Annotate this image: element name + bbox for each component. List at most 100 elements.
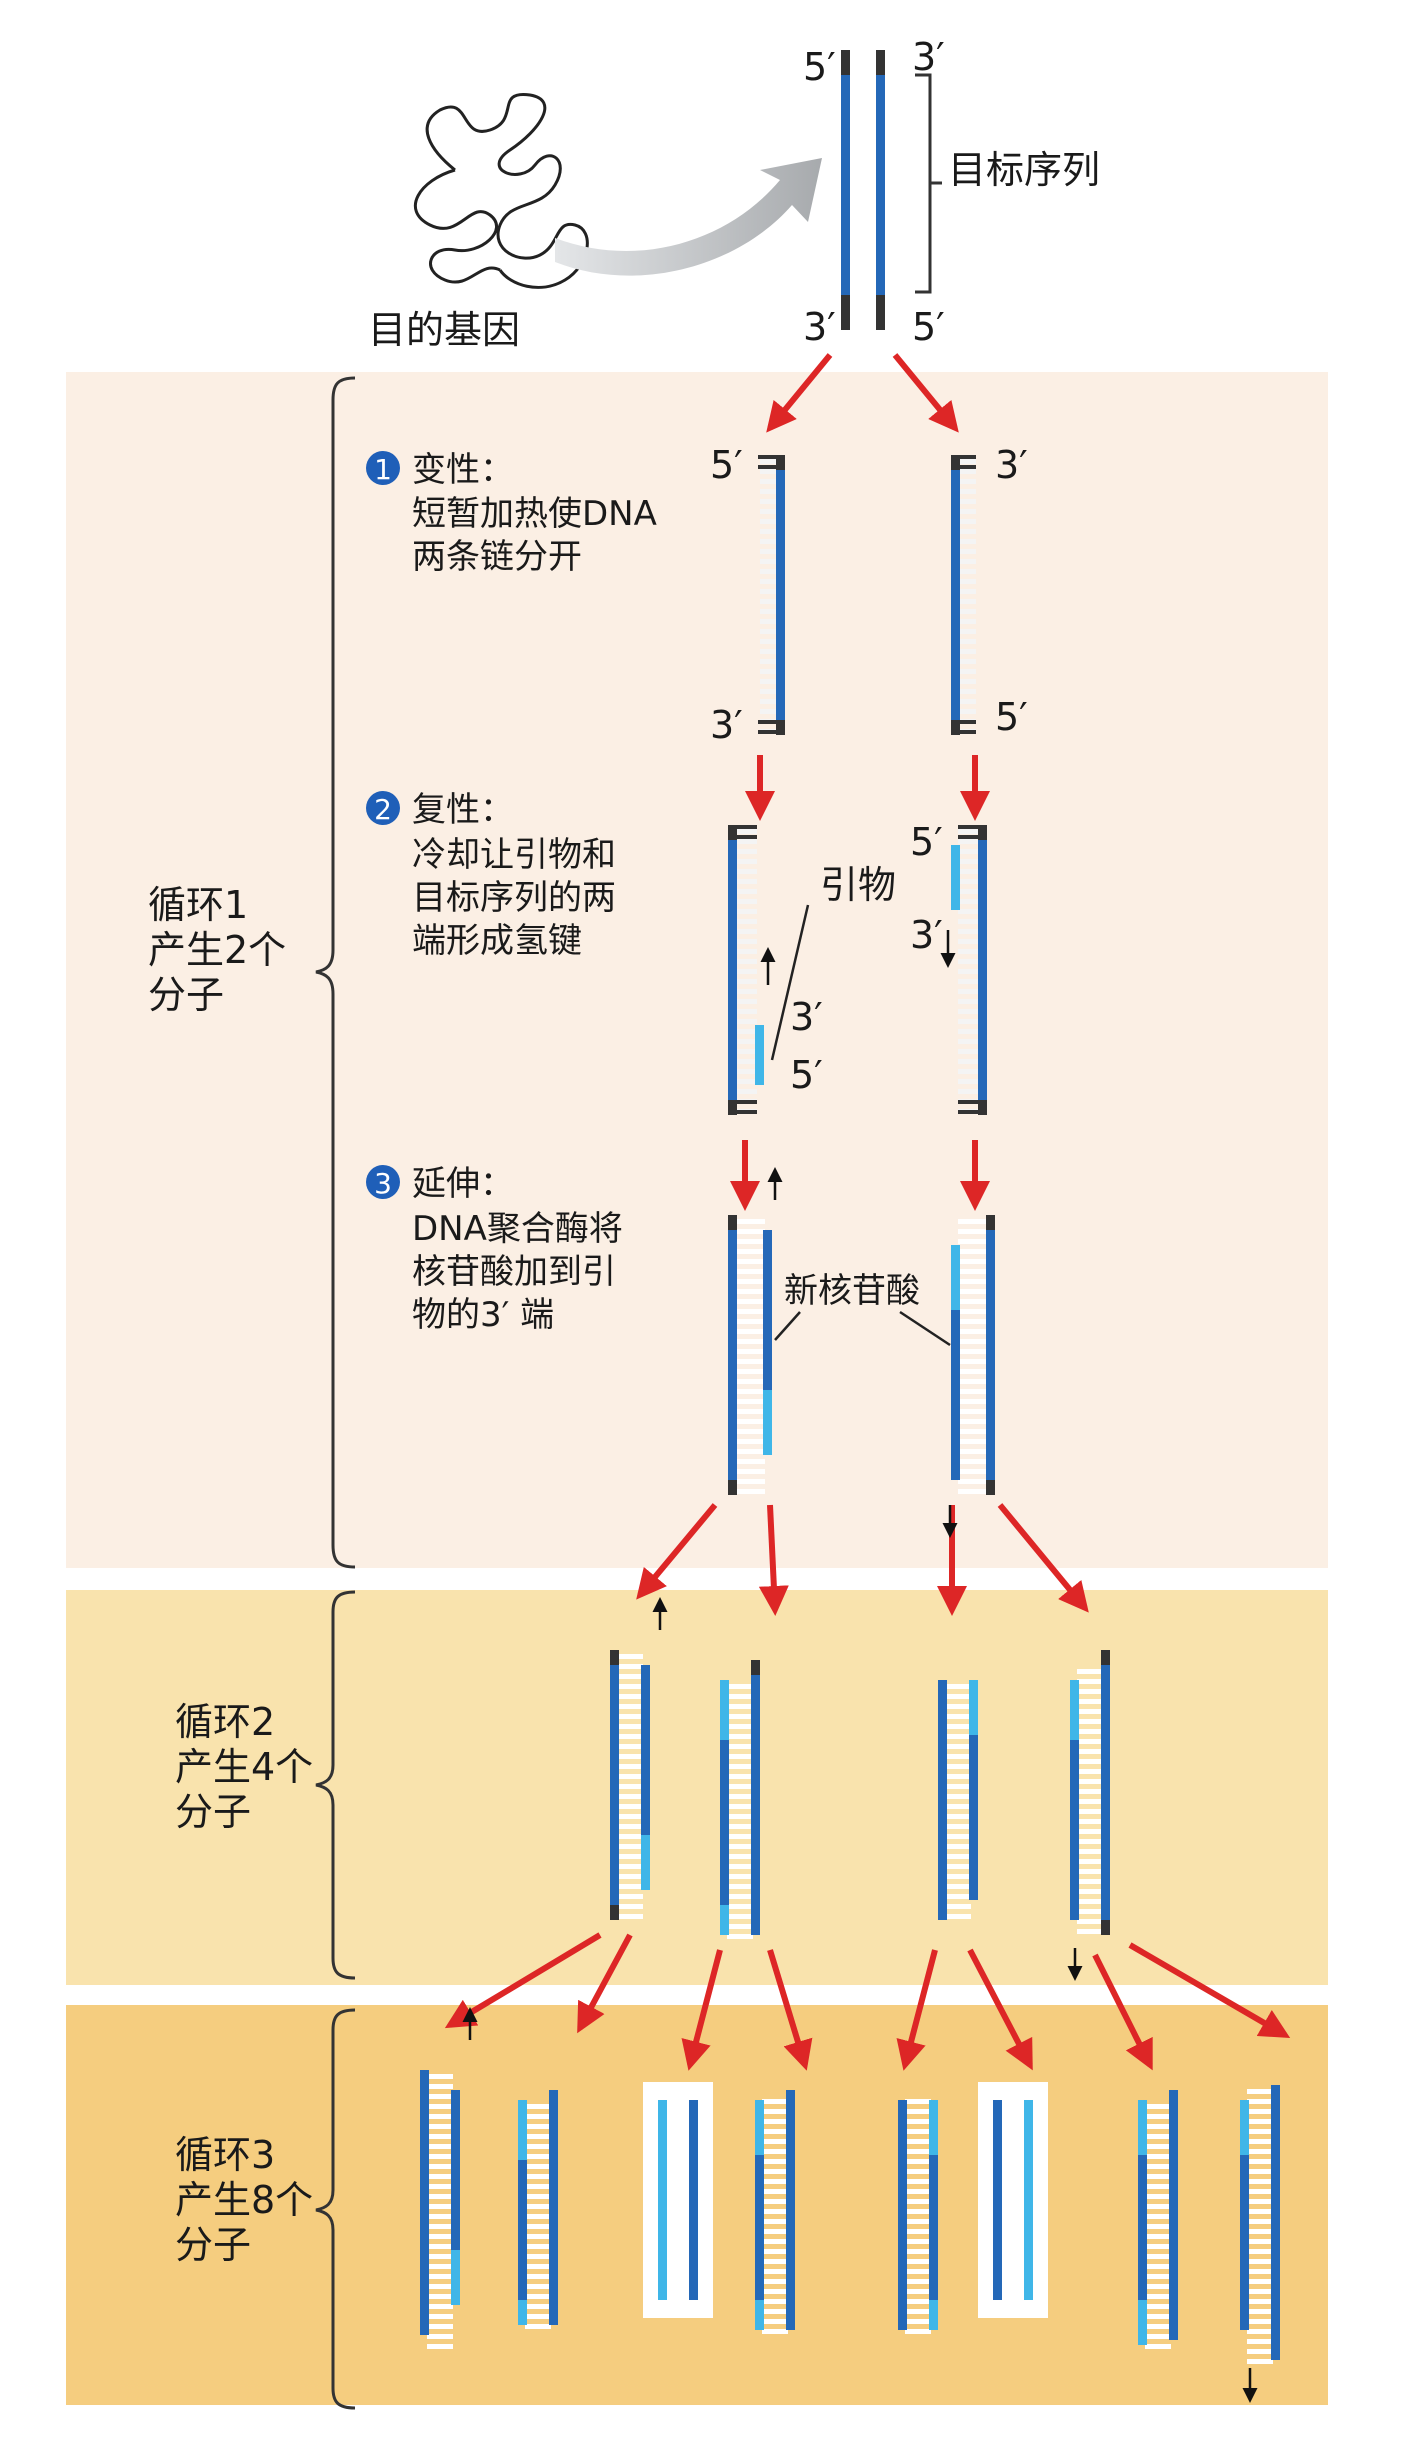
base-pair-rung [848,104,878,109]
base-pair-rung [958,469,976,474]
base-pair-rung [848,274,878,279]
red-arrow [758,1504,789,1616]
base-pair-rung [958,669,976,674]
base-pair-rung [735,919,757,924]
base-pair-rung [735,1239,765,1244]
end-label: 5′ [710,443,743,487]
base-pair-rung [427,2084,453,2089]
target-bracket [915,73,942,294]
base-pair-rung [617,1684,643,1689]
base-pair-rung [427,2124,453,2129]
base-pair-rung [905,2159,931,2164]
base-pair-rung [958,619,976,624]
base-pair-rung [665,2274,691,2279]
base-pair-rung [958,839,980,844]
dna-ladders [420,50,1280,2364]
base-pair-rung [735,1059,757,1064]
base-pair-rung [945,1874,971,1879]
base-pair-rung [735,1069,757,1074]
dna-strand-segment [451,2250,460,2305]
base-pair-rung [1000,2264,1026,2269]
dna-strand-segment [876,75,885,295]
base-pair-rung [958,1309,988,1314]
dna-strand-segment [1070,1680,1079,1740]
base-pair-rung [735,1309,765,1314]
base-pair-rung [760,469,778,474]
base-pair-rung [760,509,778,514]
dna-strand-segment [518,2160,527,2300]
base-pair-rung [617,1664,643,1669]
red-arrow [1128,1942,1291,2039]
base-pair-rung [727,1714,753,1719]
end-rung [758,455,776,459]
base-pair-rung [760,629,778,634]
dna-strand-segment [951,845,960,910]
base-pair-rung [848,184,878,189]
base-pair-rung [665,2184,691,2189]
cycle2-label: 分子 [175,1790,251,1834]
end-rung [735,835,757,839]
base-pair-rung [727,1824,753,1829]
dna-strand-segment [776,455,785,470]
base-pair-rung [958,1349,988,1354]
base-pair-rung [762,2289,788,2294]
dna-strand-segment [728,1480,737,1495]
base-pair-rung [762,2179,788,2184]
base-pair-rung [1000,2154,1026,2159]
red-arrow [767,1949,813,2071]
base-pair-rung [735,889,757,894]
dna-strand-segment [610,1665,619,1905]
base-pair-rung [735,1219,765,1224]
primer-label: 引物 [820,863,896,907]
base-pair-rung [617,1844,643,1849]
base-pair-rung [617,1704,643,1709]
base-pair-rung [762,2209,788,2214]
base-pair-rung [1077,1769,1103,1774]
base-pair-rung [905,2229,931,2234]
base-pair-rung [525,2244,551,2249]
base-pair-rung [848,254,878,259]
base-pair-rung [945,1834,971,1839]
cycle2-label: 循环2 [175,1700,275,1744]
end-label: 3′ [790,995,823,1039]
base-pair-rung [427,2094,453,2099]
base-pair-rung [427,2104,453,2109]
base-pair-rung [905,2269,931,2274]
end-rung [958,465,976,469]
dna-strand-segment [1101,1665,1110,1920]
base-pair-rung [958,589,976,594]
base-pair-rung [905,2149,931,2154]
cycle2-brace [315,1590,356,1980]
base-pair-rung [427,2314,453,2319]
dna-strand-segment [776,720,785,735]
new-nucleotide-label: 新核苷酸 [784,1271,920,1311]
dna-strand-segment [951,455,960,470]
base-pair-rung [735,1469,765,1474]
base-pair-rung [760,559,778,564]
base-pair-rung [735,1389,765,1394]
base-pair-rung [1145,2204,1171,2209]
base-pair-rung [735,969,757,974]
base-pair-rung [735,1049,757,1054]
base-pair-rung [762,2199,788,2204]
dna-strand-segment [951,1245,960,1310]
base-pair-rung [525,2324,551,2329]
dna-ladder [658,2100,698,2300]
dna-strand-segment [876,295,885,330]
base-pair-rung [525,2104,551,2109]
base-pair-rung [735,1079,757,1084]
base-pair-rung [735,1329,765,1334]
base-pair-rung [665,2214,691,2219]
base-pair-rung [1247,2239,1273,2244]
base-pair-rung [762,2229,788,2234]
base-pair-rung [427,2344,453,2349]
gene-coil [413,92,589,289]
base-pair-rung [958,1369,988,1374]
base-pair-rung [427,2324,453,2329]
base-pair-rung [958,1019,980,1024]
base-pair-rung [735,1089,757,1094]
base-pair-rung [665,2224,691,2229]
base-pair-rung [762,2219,788,2224]
dna-ladder [610,1650,650,1920]
base-pair-rung [1247,2189,1273,2194]
